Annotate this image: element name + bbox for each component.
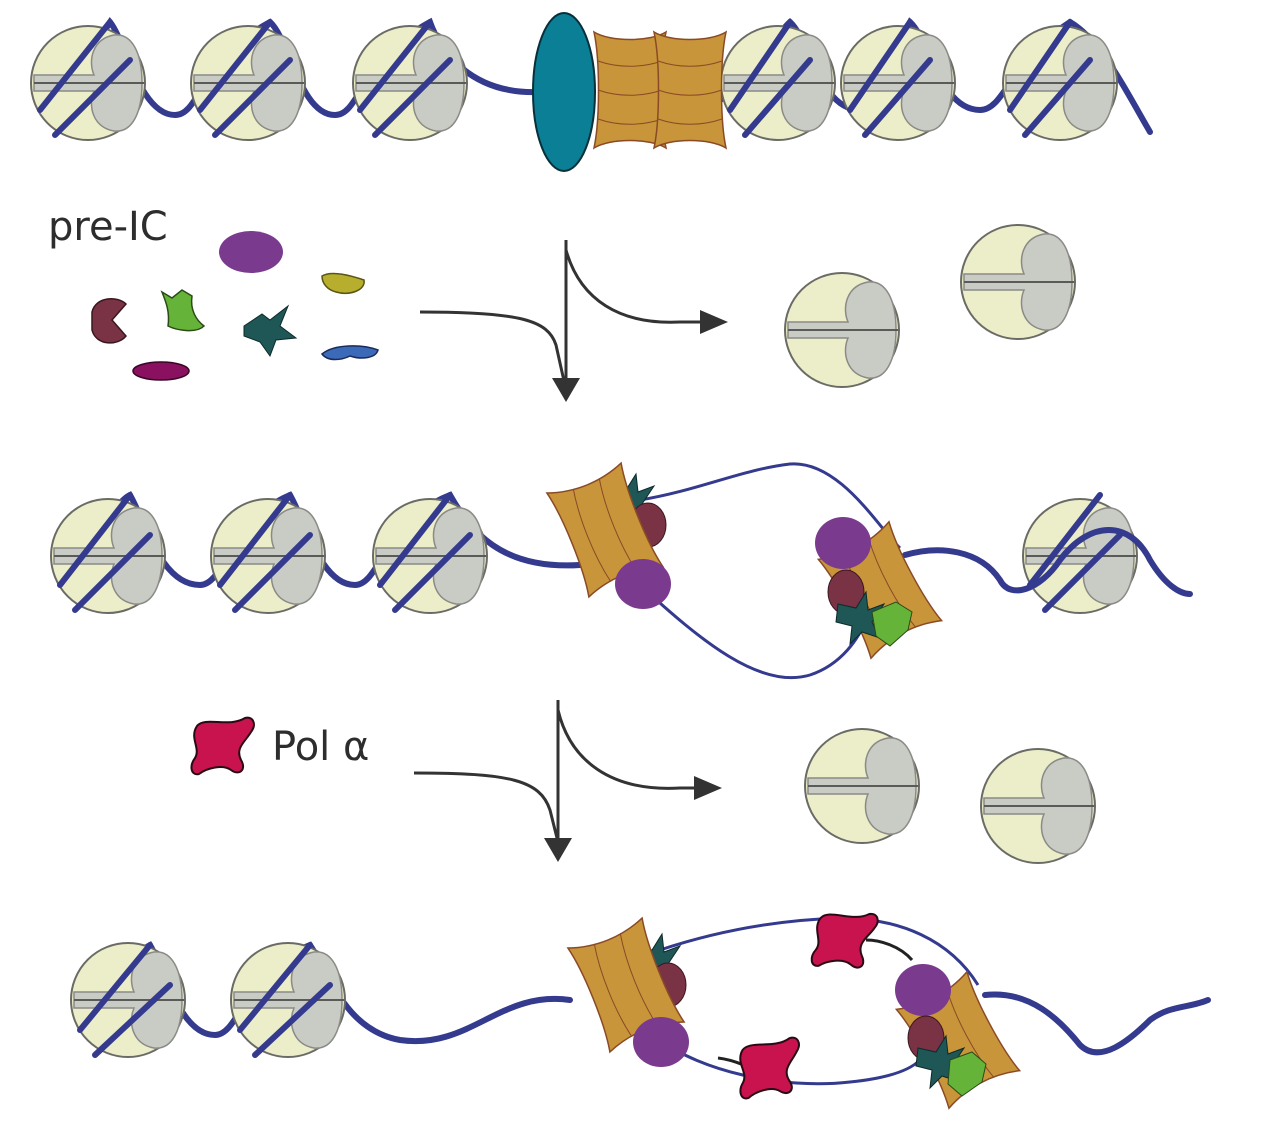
cmg-helicase-left — [546, 462, 671, 609]
row-licensed-origin — [30, 12, 1153, 172]
displaced-nucleosome — [980, 748, 1096, 864]
pre-ic-label: pre-IC — [48, 204, 168, 250]
pol-alpha-label: Pol α — [272, 724, 370, 770]
reaction-arrow — [419, 240, 728, 402]
dark-teal-protein — [243, 304, 298, 358]
magenta-protein — [132, 361, 190, 381]
dna-wrap — [37, 19, 1093, 138]
dna-wrap — [57, 492, 1123, 613]
purple-protein — [219, 231, 283, 273]
blue-protein — [320, 345, 379, 361]
reaction-arrow — [413, 700, 722, 862]
nucleosome — [30, 25, 146, 141]
dna-strand — [902, 527, 1193, 597]
nucleosome — [50, 498, 166, 614]
nucleosome — [70, 942, 186, 1058]
bubble-bottom-strand — [659, 1038, 922, 1086]
maroon-protein — [91, 298, 128, 344]
pol-alpha-bottom — [735, 1036, 805, 1100]
dna-strand — [52, 491, 583, 589]
displaced-nucleosome — [804, 728, 920, 844]
displaced-nucleosome — [960, 224, 1076, 340]
row-origin-unwinding — [50, 462, 1193, 680]
bubble-top-strand — [639, 462, 902, 550]
nucleosome — [230, 942, 346, 1058]
cmg-helicase-left — [567, 917, 689, 1067]
dna-wrap — [77, 942, 333, 1058]
displaced-nucleosome — [784, 272, 900, 388]
olive-protein — [321, 272, 365, 294]
mcm-double-hexamer — [593, 31, 727, 149]
rna-primer — [865, 938, 914, 962]
pol-alpha-icon — [190, 716, 255, 776]
nucleosome — [210, 498, 326, 614]
cmg-helicase-right — [895, 964, 1021, 1109]
row-priming — [70, 908, 1211, 1109]
pre-ic-factors — [91, 231, 379, 381]
bubble-bottom-strand — [638, 583, 872, 680]
dna-strand — [982, 991, 1211, 1056]
orc-complex — [532, 12, 596, 172]
green-protein — [160, 289, 206, 332]
nucleosome — [1002, 25, 1118, 141]
cmg-helicase-right — [815, 517, 943, 659]
nucleosome — [190, 25, 306, 141]
